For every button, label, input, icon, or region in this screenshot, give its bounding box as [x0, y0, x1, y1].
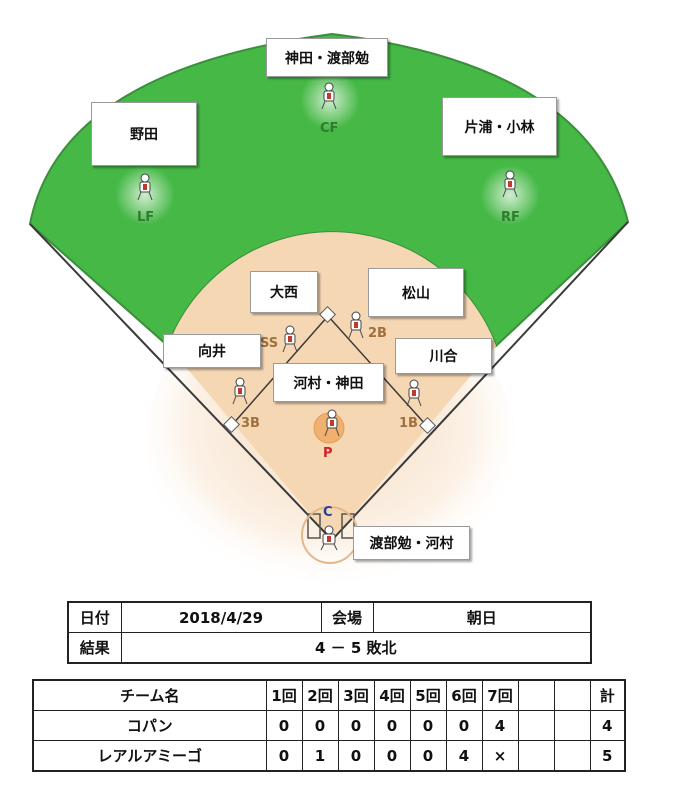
inning-score: 0	[409, 740, 447, 772]
position-label-cf: CF	[320, 121, 339, 136]
total-header: 計	[589, 679, 626, 711]
player-name-3b: 向井	[163, 334, 261, 368]
inning-header: 2回	[301, 679, 339, 711]
left-foul-line	[29, 223, 333, 541]
inning-header: 7回	[481, 679, 519, 711]
player-name-rf: 片浦・小林	[442, 97, 557, 156]
player-name-1b: 川合	[395, 338, 492, 374]
player-name-lf: 野田	[91, 102, 197, 166]
position-label-rf: RF	[501, 210, 520, 225]
batters-box-left	[307, 513, 321, 539]
scoreboard-row-team1: コパン 0 0 0 0 0 0 4 4	[32, 710, 626, 741]
total-score: 4	[589, 710, 626, 741]
inning-score: 4	[481, 710, 519, 741]
result-label: 結果	[67, 632, 122, 664]
team-name: レアルアミーゴ	[32, 740, 267, 772]
venue-value: 朝日	[372, 601, 592, 633]
inning-header: 5回	[409, 679, 447, 711]
inning-score: 0	[337, 740, 375, 772]
result-row: 結果 4 － 5 敗北	[67, 632, 592, 664]
inning-score: 1	[301, 740, 339, 772]
scoreboard-table: チーム名 1回 2回 3回 4回 5回 6回 7回 計 コパン 0 0 0 0 …	[32, 679, 626, 772]
inning-header: 4回	[373, 679, 411, 711]
player-figure-c	[320, 525, 338, 551]
inning-header: 3回	[337, 679, 375, 711]
date-value: 2018/4/29	[120, 601, 322, 633]
player-name-c: 渡部勉・河村	[353, 526, 470, 560]
inning-score	[553, 710, 591, 741]
date-row: 日付 2018/4/29 会場 朝日	[67, 601, 592, 633]
position-label-2b: 2B	[368, 326, 387, 341]
player-name-p: 河村・神田	[273, 363, 384, 402]
player-name-2b: 松山	[368, 268, 464, 317]
lf-glow	[115, 165, 175, 225]
scoreboard-header-row: チーム名 1回 2回 3回 4回 5回 6回 7回 計	[32, 679, 626, 711]
position-label-3b: 3B	[241, 416, 260, 431]
position-label-lf: LF	[137, 210, 155, 225]
second-base	[319, 306, 336, 323]
player-figure-ss	[282, 325, 298, 353]
venue-label: 会場	[320, 601, 374, 633]
player-figure-cf	[321, 82, 337, 110]
inning-score	[553, 740, 591, 772]
inning-score: 0	[373, 710, 411, 741]
baseball-field	[28, 32, 630, 590]
date-label: 日付	[67, 601, 122, 633]
team-name: コパン	[32, 710, 267, 741]
position-label-1b: 1B	[399, 416, 418, 431]
inning-score: 0	[337, 710, 375, 741]
inning-header: 6回	[445, 679, 483, 711]
inning-score: 0	[301, 710, 339, 741]
game-info-table: 日付 2018/4/29 会場 朝日 結果 4 － 5 敗北	[67, 601, 592, 664]
first-base	[419, 417, 436, 434]
inning-score	[517, 740, 555, 772]
position-label-c: C	[323, 505, 333, 520]
player-figure-3b	[232, 377, 248, 405]
total-score: 5	[589, 740, 626, 772]
player-figure-p	[324, 409, 340, 437]
rf-glow	[480, 165, 540, 225]
player-name-cf: 神田・渡部勉	[266, 38, 388, 77]
inning-score: 0	[445, 710, 483, 741]
scoreboard-row-team2: レアルアミーゴ 0 1 0 0 0 4 × 5	[32, 740, 626, 772]
inning-score: 0	[265, 710, 303, 741]
player-name-ss: 大西	[250, 271, 318, 313]
player-figure-2b	[348, 311, 364, 339]
inning-score: ×	[481, 740, 519, 772]
inning-header	[517, 679, 555, 711]
inning-score: 4	[445, 740, 483, 772]
inning-header	[553, 679, 591, 711]
result-value: 4 － 5 敗北	[120, 632, 592, 664]
inning-score: 0	[373, 740, 411, 772]
position-label-ss: SS	[260, 336, 279, 351]
inning-header: 1回	[265, 679, 303, 711]
player-figure-rf	[502, 170, 518, 198]
player-figure-lf	[137, 173, 153, 201]
right-foul-line	[331, 221, 629, 541]
position-label-p: P	[323, 446, 333, 461]
inning-score	[517, 710, 555, 741]
third-base	[223, 416, 240, 433]
inning-score: 0	[409, 710, 447, 741]
inning-score: 0	[265, 740, 303, 772]
team-header: チーム名	[32, 679, 267, 711]
player-figure-1b	[406, 379, 422, 407]
